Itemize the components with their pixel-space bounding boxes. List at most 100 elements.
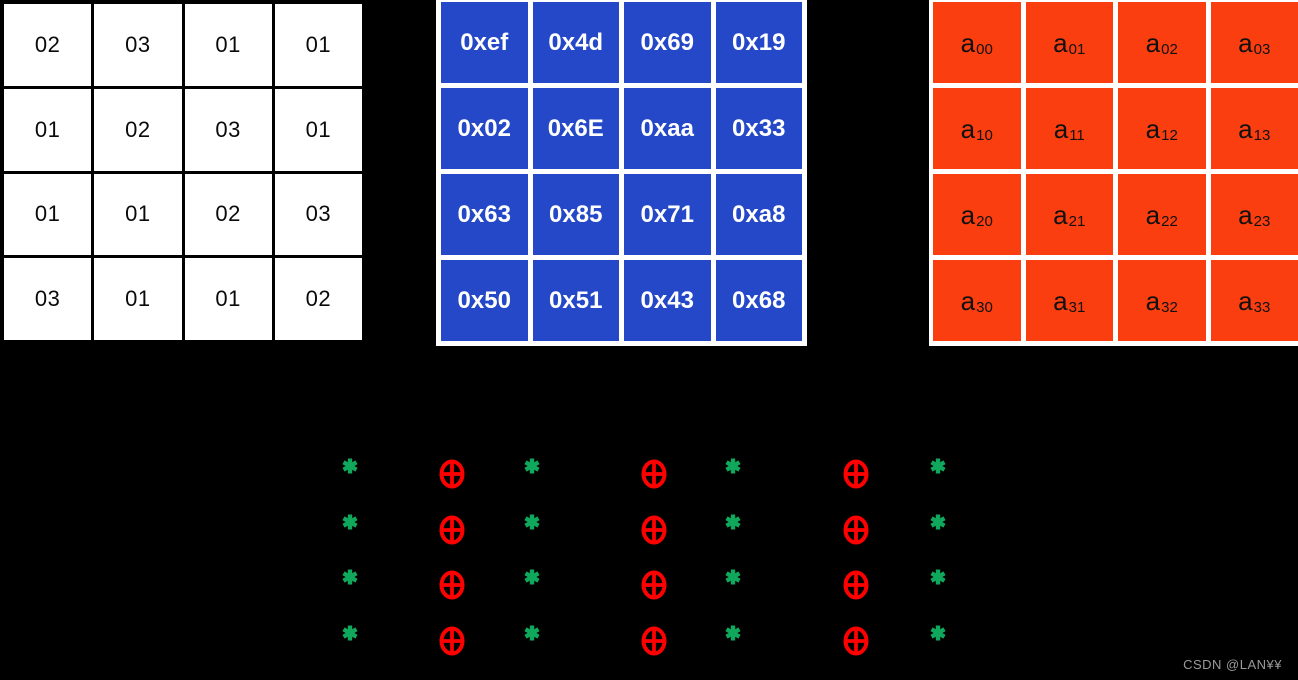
matrix-cell-subscript: 30 [976, 299, 993, 316]
matrix-cell: 0x6E [532, 88, 619, 169]
matrix-cell: 0x69 [624, 2, 711, 83]
matrix-cell-base: a [1145, 285, 1161, 316]
matrix-cell-value: 02 [215, 201, 241, 227]
matrix-cell: 0x4d [532, 2, 619, 83]
matrix-cell: 0xef [441, 2, 528, 83]
matrix-cell-base: a [1053, 27, 1068, 58]
matrix-cell: 01 [4, 88, 92, 171]
matrix-cell-value: 0x33 [732, 114, 786, 142]
multiply-icon [523, 568, 541, 586]
matrix-cell-base: a [960, 27, 976, 58]
multiply-icon [724, 513, 742, 531]
matrix-cell-value: 0x4d [548, 28, 604, 56]
matrix-cell: 02 [274, 258, 362, 340]
matrix-cell-base: a [1053, 113, 1069, 144]
matrix-cell-subscript: 03 [1253, 41, 1271, 58]
matrix-cell-value: 01 [215, 286, 241, 312]
xor-icon [639, 568, 669, 602]
matrix-cell: 0x68 [715, 260, 802, 341]
matrix-cell-value: 0xef [460, 28, 509, 56]
matrix-cell-subscript: 23 [1253, 213, 1271, 230]
multiply-icon [341, 457, 359, 475]
xor-icon [437, 457, 467, 491]
xor-icon [639, 624, 669, 658]
matrix-cell-base: a [1238, 285, 1253, 316]
matrix-cell-value: 01 [305, 31, 332, 57]
multiply-icon [341, 568, 359, 586]
matrix-cell: 01 [94, 173, 182, 256]
matrix-cell-base: a [1053, 199, 1068, 230]
matrix-cell-value: 01 [125, 201, 151, 227]
matrix-cell-value: 0x51 [549, 286, 603, 314]
multiply-icon [724, 457, 742, 475]
matrix-cell: 0xa8 [715, 174, 802, 255]
multiply-icon [523, 457, 541, 475]
multiply-icon [929, 624, 947, 642]
xor-icon [639, 513, 669, 547]
matrix-cell: 01 [4, 173, 92, 256]
xor-icon [841, 457, 871, 491]
xor-icon [841, 513, 871, 547]
matrix-cell: 0xaa [624, 88, 711, 169]
matrix-cell-value: 0x68 [732, 286, 786, 314]
matrix-cell-value: 03 [125, 31, 151, 57]
matrix-cell: 0x19 [715, 2, 802, 83]
matrix-cell: 0x43 [624, 260, 711, 341]
matrix-cell-base: a [960, 199, 976, 230]
matrix-cell-base: a [1053, 285, 1068, 316]
multiply-icon [929, 513, 947, 531]
matrix-cell-value: 01 [125, 286, 151, 312]
multiply-icon [523, 624, 541, 642]
matrix-cell: 0x51 [532, 260, 619, 341]
matrix-cell-value: 03 [215, 116, 241, 142]
matrix-cell: 0x33 [715, 88, 802, 169]
matrix-cell-value: 03 [305, 201, 332, 227]
matrix-cell-value: 02 [305, 286, 332, 312]
matrix-cell: 01 [274, 88, 362, 171]
matrix-cell-base: a [1238, 27, 1253, 58]
matrix-cell-base: a [1145, 113, 1161, 144]
xor-icon [437, 568, 467, 602]
xor-icon [639, 457, 669, 491]
matrix-cell: 03 [94, 4, 182, 86]
matrix-cell-value: 0x43 [640, 286, 694, 314]
matrix-cell: 0x63 [441, 174, 528, 255]
matrix-cell-subscript: 33 [1253, 299, 1271, 316]
matrix-cell-subscript: 22 [1161, 213, 1178, 230]
matrix-cell: 02 [94, 88, 182, 171]
matrix-cell: 02 [184, 173, 272, 256]
matrix-cell-subscript: 13 [1253, 127, 1271, 144]
matrix-cell-base: a [960, 113, 976, 144]
multiply-icon [929, 568, 947, 586]
matrix-cell-subscript: 00 [976, 41, 993, 58]
matrix-cell: 03 [4, 258, 92, 340]
matrix-cell-value: 0xa8 [732, 200, 786, 228]
matrix-cell-base: a [1145, 199, 1161, 230]
matrix-cell: 03 [184, 88, 272, 171]
multiply-icon [523, 513, 541, 531]
matrix-cell-subscript: 01 [1068, 41, 1086, 58]
matrix-cell: 02 [4, 4, 92, 86]
matrix-cell-value: 01 [305, 116, 332, 142]
xor-icon [841, 568, 871, 602]
matrix-cell-value: 03 [34, 286, 61, 312]
matrix-cell-subscript: 31 [1068, 299, 1086, 316]
matrix-cell-value: 0x71 [640, 200, 694, 228]
matrix-cell: 0x85 [532, 174, 619, 255]
matrix-cell-subscript: 11 [1069, 127, 1085, 144]
